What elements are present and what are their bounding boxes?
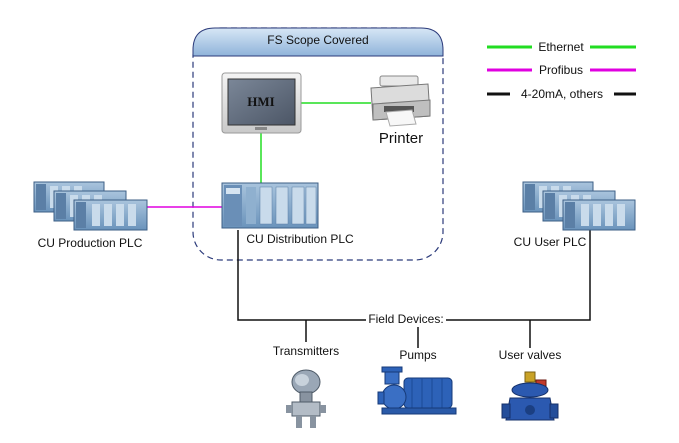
valves-label: User valves [499,348,562,362]
hmi-icon: HMI [221,72,302,134]
plc-rack [562,199,636,231]
valves-device: User valves [499,348,562,421]
plc-rack [73,199,148,231]
user-plc-label: CU User PLC [514,235,587,249]
transmitters-device: Transmitters [270,342,342,428]
pumps-label: Pumps [399,348,436,362]
production-plc-icon: CU Production PLC [33,181,148,250]
scope-box: FS Scope Covered [192,27,444,261]
printer-label: Printer [379,130,423,147]
legend-label-analog: 4-20mA, others [521,87,603,101]
printer-icon: Printer [370,75,431,147]
transmitter-icon [286,369,326,428]
pump-icon [377,366,457,415]
legend: Ethernet Profibus 4-20mA, others [487,40,636,101]
distribution-plc-label: CU Distribution PLC [246,232,354,246]
pumps-device: Pumps [377,348,457,415]
legend-item-analog: 4-20mA, others [487,87,636,101]
field-devices-label: Field Devices: [368,312,443,326]
legend-label-ethernet: Ethernet [538,40,584,54]
hmi-label: HMI [247,94,274,109]
valve-icon [501,371,559,421]
legend-item-ethernet: Ethernet [487,40,636,54]
legend-item-profibus: Profibus [487,63,636,77]
scope-title: FS Scope Covered [267,33,368,47]
transmitters-label: Transmitters [273,344,339,358]
user-plc-icon: CU User PLC [514,181,636,249]
legend-label-profibus: Profibus [539,63,583,77]
distribution-plc-icon: CU Distribution PLC [221,182,354,246]
production-plc-label: CU Production PLC [38,236,143,250]
